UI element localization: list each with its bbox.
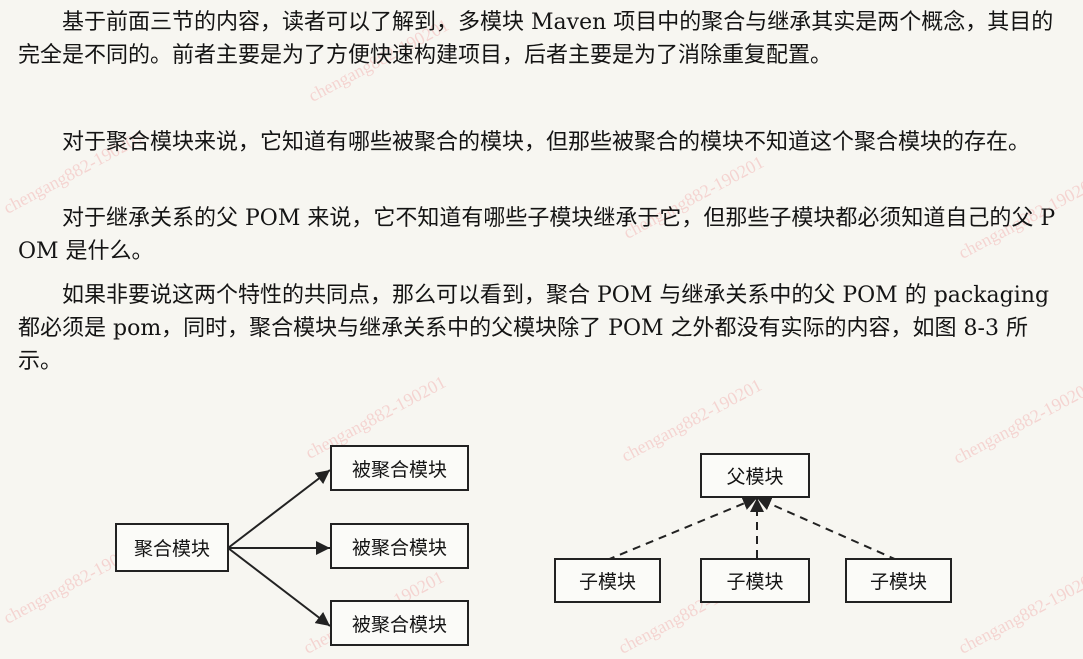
aggregated-module-box: 被聚合模块 (330, 600, 469, 646)
child-module-box: 子模块 (554, 558, 661, 603)
paragraph-aggregation-module: 对于聚合模块来说，它知道有哪些被聚合的模块，但那些被聚合的模块不知道这个聚合模块… (62, 130, 1031, 155)
child-module-box: 子模块 (700, 558, 810, 603)
inheritance-arrow (756, 497, 898, 561)
aggregation-module-box: 聚合模块 (115, 523, 229, 572)
paragraph-aggregation-vs-inheritance: 基于前面三节的内容，读者可以了解到，多模块 Maven 项目中的聚合与继承其实是… (18, 10, 1054, 68)
paragraph-common-point: 如果非要说这两个特性的共同点，那么可以看到，聚合 POM 与继承关系中的父 PO… (18, 283, 1050, 374)
watermark: chengang882-190201 (950, 376, 1083, 468)
paragraph-parent-pom: 对于继承关系的父 POM 来说，它不知道有哪些子模块继承于它，但那些子模块都必须… (18, 206, 1056, 264)
aggregated-module-box: 被聚合模块 (330, 445, 469, 491)
inheritance-arrow (606, 496, 758, 561)
aggregated-module-box: 被聚合模块 (330, 523, 469, 569)
aggregation-arrow (227, 547, 331, 627)
child-module-box: 子模块 (845, 558, 952, 603)
aggregation-arrow (227, 469, 331, 549)
parent-module-box: 父模块 (700, 453, 810, 498)
watermark: chengang882-190201 (955, 566, 1083, 658)
